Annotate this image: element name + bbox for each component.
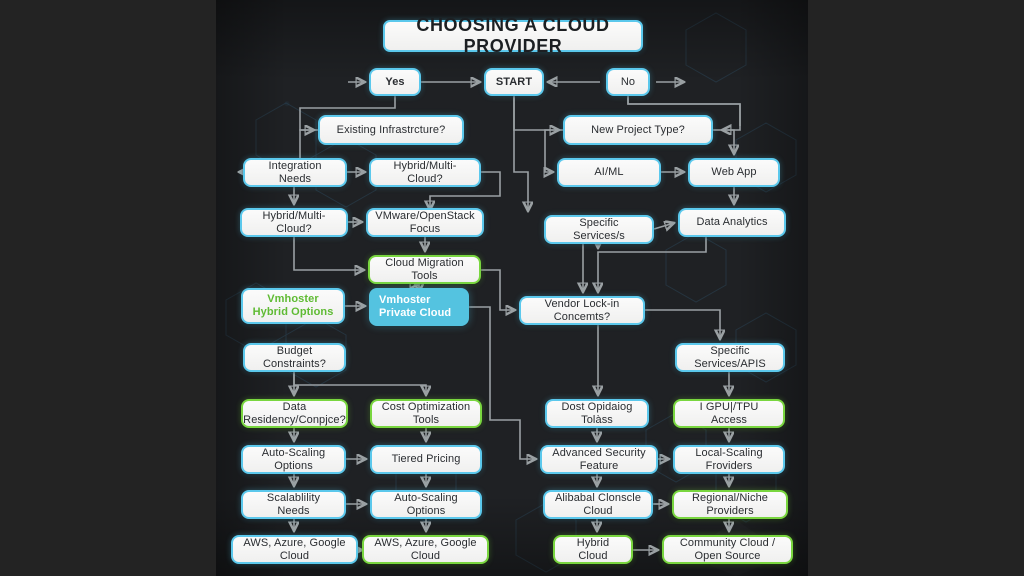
node-no[interactable]: No [606, 68, 650, 96]
node-budget[interactable]: Budget Constraints? [243, 343, 346, 372]
node-community[interactable]: Community Cloud / Open Source [662, 535, 793, 564]
letterbox-right [808, 0, 1024, 576]
node-vmhoster_hybrid[interactable]: Vmhoster Hybrid Options [241, 288, 345, 324]
node-adv_security[interactable]: Advanced Security Feature [540, 445, 658, 474]
node-vmhoster_private[interactable]: Vmhoster Private Cloud [369, 288, 469, 326]
node-specific_svcs[interactable]: Specific Services/s [544, 215, 654, 244]
node-specific_apis[interactable]: Specific Services/APIS [675, 343, 785, 372]
node-alibaba[interactable]: Alibabal Clonscle Cloud [543, 490, 653, 519]
node-title[interactable]: CHOOSING A CLOUD PROVIDER [383, 15, 643, 56]
node-aws_right[interactable]: AWS, Azure, Google Cloud [362, 535, 489, 564]
node-aws_left[interactable]: AWS, Azure, Google Cloud [231, 535, 358, 564]
node-yes[interactable]: Yes [369, 68, 421, 96]
node-dost_opidaiog[interactable]: Dost Opidaiog Tolàss [545, 399, 649, 428]
node-existing_infra[interactable]: Existing Infrastrcture? [318, 115, 464, 145]
node-vendor_lockin[interactable]: Vendor Lock-in Concemts? [519, 296, 645, 325]
node-data_residency[interactable]: Data Residency/Conpjce? [241, 399, 348, 428]
node-autoscale_2[interactable]: Auto-Scaling Options [370, 490, 482, 519]
node-cloud_migration[interactable]: Cloud Migration Tools [368, 255, 481, 284]
node-local_scaling[interactable]: Local-Scaling Froviders [673, 445, 785, 474]
node-regional[interactable]: Regional/Niche Providers [672, 490, 788, 519]
node-data_analytics[interactable]: Data Analytics [678, 208, 786, 237]
node-hybrid_cloud[interactable]: Hybrid Cloud [553, 535, 633, 564]
node-vmware[interactable]: VMware/OpenStack Focus [366, 208, 484, 237]
node-new_project[interactable]: New Project Type? [563, 115, 713, 145]
node-hybrid_multi_2[interactable]: Hybrid/Multi-Cloud? [240, 208, 348, 237]
node-autoscale_1[interactable]: Auto-Scaling Options [241, 445, 346, 474]
node-ai_ml[interactable]: AI/ML [557, 158, 661, 187]
node-gpu_tpu[interactable]: I GPU|/TPU Access [673, 399, 785, 428]
node-scalability[interactable]: Scalablility Needs [241, 490, 346, 519]
node-tiered[interactable]: Tiered Pricing [370, 445, 482, 474]
node-web_app[interactable]: Web App [688, 158, 780, 187]
node-start[interactable]: START [484, 68, 544, 96]
node-integration[interactable]: Integration Needs [243, 158, 347, 187]
letterbox-left [0, 0, 216, 576]
node-cost_opt[interactable]: Cost Optimization Tools [370, 399, 482, 428]
node-hybrid_multi_1[interactable]: Hybrid/Multi-Cloud? [369, 158, 481, 187]
